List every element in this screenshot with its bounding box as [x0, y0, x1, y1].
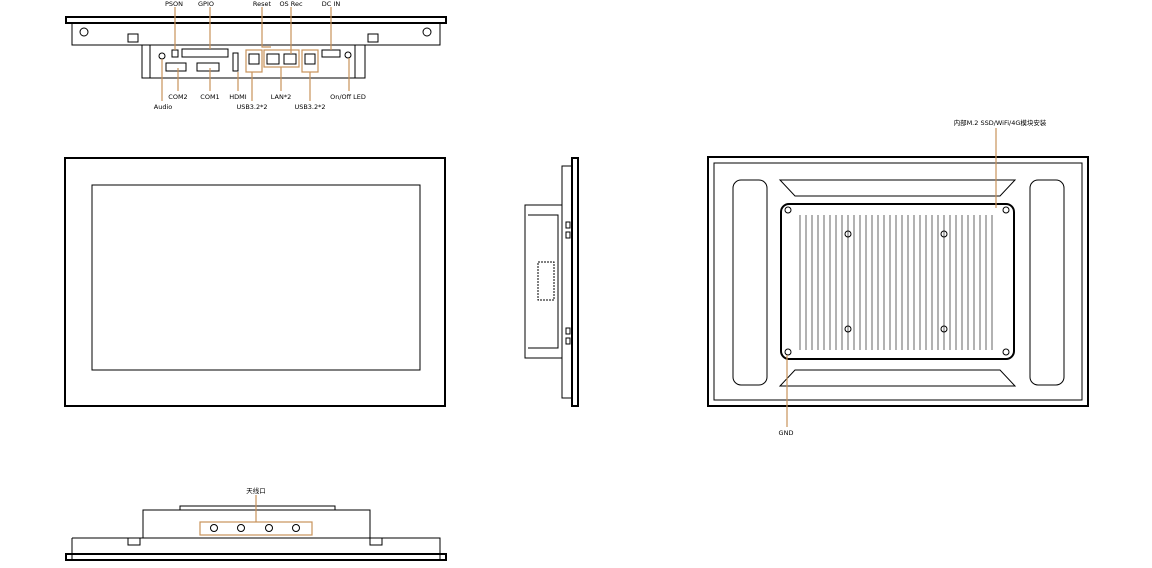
label-reset: Reset: [253, 0, 272, 8]
top-view: PSON GPIO Reset OS Rec DC IN COM2 COM1 H…: [65, 0, 447, 111]
label-antenna: 天线口: [246, 486, 266, 495]
label-usb-2: USB3.2*2: [294, 103, 325, 111]
label-audio: Audio: [154, 103, 172, 111]
label-com1: COM1: [200, 93, 219, 101]
label-gnd: GND: [779, 429, 794, 437]
label-os-rec: OS Rec: [279, 0, 303, 8]
side-view: [524, 157, 579, 407]
label-hdmi: HDMI: [229, 93, 247, 101]
label-dc-in: DC IN: [322, 0, 341, 8]
front-view: [64, 157, 446, 407]
label-pson: PSON: [165, 0, 183, 8]
label-lan: LAN*2: [271, 93, 291, 101]
label-usb-1: USB3.2*2: [236, 103, 267, 111]
label-onoff-led: On/Off LED: [330, 93, 366, 101]
label-m2-slot: 内部M.2 SSD/WiFi/4G模块安装: [954, 118, 1047, 127]
label-gpio: GPIO: [198, 0, 214, 8]
label-com2: COM2: [168, 93, 187, 101]
back-view: 内部M.2 SSD/WiFi/4G模块安装 GND: [707, 118, 1089, 437]
bottom-view: 天线口: [65, 486, 447, 561]
